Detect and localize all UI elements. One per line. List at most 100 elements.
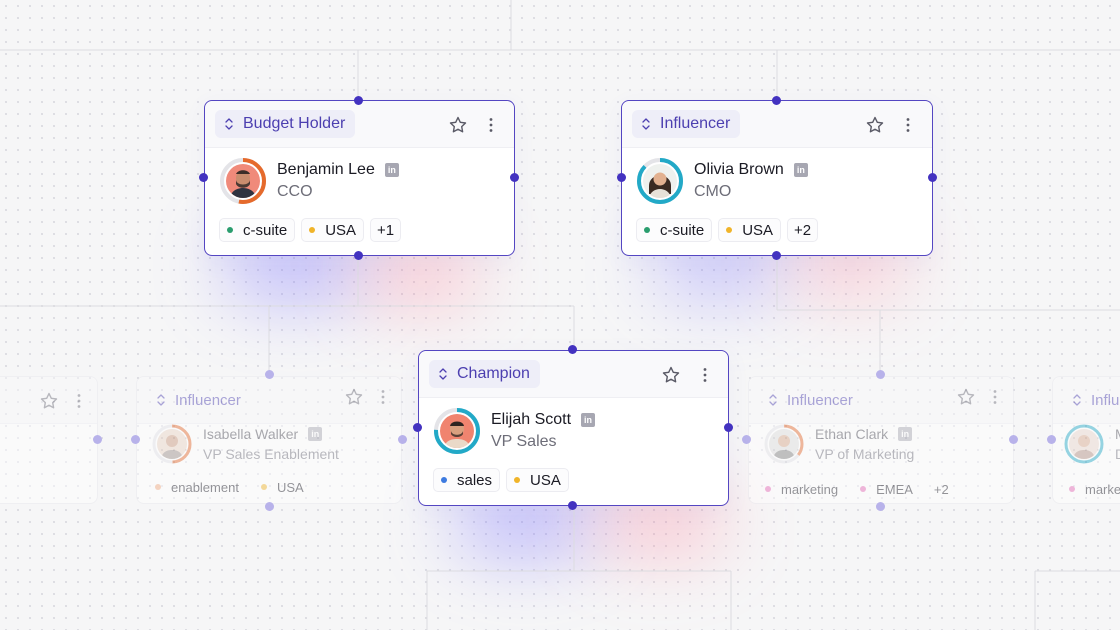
kebab-menu-icon[interactable] — [898, 115, 918, 135]
port-isabella-bottom[interactable] — [265, 502, 274, 511]
port-olivia-right[interactable] — [928, 173, 937, 182]
kebab-menu-icon[interactable] — [481, 115, 501, 135]
tag-label: USA — [742, 221, 774, 239]
star-icon[interactable] — [344, 387, 364, 407]
port-budget-right[interactable] — [510, 173, 519, 182]
port-isabella-right[interactable] — [398, 435, 407, 444]
port-ethan-top[interactable] — [876, 370, 885, 379]
port-ethan-bottom[interactable] — [876, 502, 885, 511]
role-pill[interactable]: Influencer — [759, 386, 863, 414]
port-ethan-right[interactable] — [1009, 435, 1018, 444]
tag[interactable]: c-suite — [636, 218, 713, 242]
person-name: Isabella Walker — [203, 426, 299, 442]
avatar[interactable] — [219, 157, 267, 205]
tag[interactable]: USA — [718, 218, 782, 242]
port-isabella-top[interactable] — [265, 370, 274, 379]
person-title: CCO — [277, 183, 313, 200]
linkedin-icon[interactable]: in — [384, 163, 399, 177]
tag-list: c-suite USA +2 — [636, 218, 819, 242]
card-influencer-right-partial[interactable]: Influe M D marke — [1052, 376, 1120, 504]
port-left-partial-right[interactable] — [93, 435, 102, 444]
avatar-photo — [769, 429, 799, 459]
role-label: Champion — [457, 365, 530, 382]
port-olivia-left[interactable] — [617, 173, 626, 182]
tag[interactable]: USA — [506, 468, 569, 492]
person-name: Elijah Scott — [491, 411, 572, 428]
person-title: VP Sales — [491, 433, 557, 450]
kebab-menu-icon[interactable] — [985, 387, 1005, 407]
role-pill[interactable]: Influe — [1063, 386, 1120, 414]
tag[interactable]: USA — [253, 475, 312, 499]
kebab-menu-icon[interactable] — [373, 387, 393, 407]
port-champion-left[interactable] — [413, 423, 422, 432]
tag[interactable]: marketing — [757, 477, 846, 501]
star-icon[interactable] — [661, 365, 681, 385]
tag[interactable]: marke — [1061, 477, 1120, 501]
person-info: Elijah Scott in VP Sales — [433, 407, 596, 455]
role-pill[interactable]: Champion — [429, 360, 540, 388]
avatar[interactable] — [151, 423, 193, 465]
role-pill[interactable]: Budget Holder — [215, 110, 356, 138]
tag[interactable]: USA — [301, 218, 365, 242]
tag-dot — [309, 227, 316, 233]
avatar[interactable] — [636, 157, 684, 205]
card-champion[interactable]: Champion Elijah Scott in VP Sales sales — [418, 350, 729, 506]
tag-label: USA — [325, 221, 357, 239]
port-champion-right[interactable] — [724, 423, 733, 432]
card-left-partial[interactable]: K — [0, 376, 98, 504]
card-header: Champion — [419, 351, 728, 398]
person-info: M D — [1063, 423, 1120, 465]
tag[interactable]: enablement — [147, 475, 247, 499]
port-champion-top[interactable] — [568, 345, 577, 354]
star-icon[interactable] — [865, 115, 885, 135]
star-icon[interactable] — [448, 115, 468, 135]
linkedin-icon[interactable]: in — [581, 413, 596, 427]
avatar-ring — [152, 424, 192, 464]
port-budget-left[interactable] — [199, 173, 208, 182]
star-icon[interactable] — [956, 387, 976, 407]
avatar[interactable] — [763, 423, 805, 465]
port-right-partial-left[interactable] — [1047, 435, 1056, 444]
role-pill[interactable]: Influencer — [147, 386, 251, 414]
kebab-menu-icon[interactable] — [69, 391, 89, 411]
tag[interactable]: sales — [433, 468, 501, 492]
tag[interactable]: EMEA — [852, 477, 921, 501]
avatar[interactable] — [433, 407, 481, 455]
chevron-up-down-icon — [769, 394, 777, 406]
port-olivia-bottom[interactable] — [772, 251, 781, 260]
port-champion-bottom[interactable] — [568, 501, 577, 510]
avatar-ring — [764, 424, 804, 464]
avatar-photo — [643, 164, 677, 198]
chevron-up-down-icon — [225, 118, 233, 130]
tag-label: sales — [457, 471, 493, 489]
port-budget-bottom[interactable] — [354, 251, 363, 260]
tag-label: marketing — [781, 481, 839, 497]
tag[interactable]: c-suite — [219, 218, 296, 242]
role-pill[interactable]: Influencer — [632, 110, 741, 138]
avatar-ring — [1064, 424, 1104, 464]
port-ethan-left[interactable] — [742, 435, 751, 444]
linkedin-icon[interactable]: in — [793, 163, 808, 177]
person-title: CMO — [694, 183, 732, 200]
tag-overflow-count[interactable]: +2 — [787, 218, 819, 242]
tag-overflow-count[interactable]: +1 — [370, 218, 402, 242]
kebab-menu-icon[interactable] — [695, 365, 715, 385]
port-budget-top[interactable] — [354, 96, 363, 105]
role-label: Influencer — [660, 115, 731, 132]
linkedin-icon[interactable]: in — [898, 427, 913, 441]
linkedin-icon[interactable]: in — [308, 427, 323, 441]
port-olivia-top[interactable] — [772, 96, 781, 105]
card-header: Influe — [1053, 377, 1120, 424]
tag-dot — [441, 477, 447, 483]
star-icon[interactable] — [39, 391, 59, 411]
avatar[interactable] — [1063, 423, 1105, 465]
tag-overflow-count[interactable]: +2 — [933, 481, 949, 497]
port-isabella-left[interactable] — [131, 435, 140, 444]
